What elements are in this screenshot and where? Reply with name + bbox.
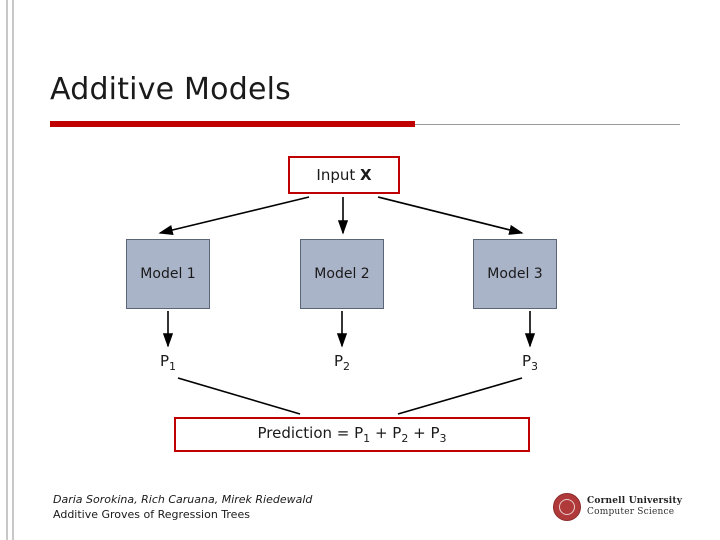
prediction-label-3-base: P: [521, 352, 532, 370]
result-sub-3: 3: [439, 432, 447, 445]
left-edge-rule-1: [6, 0, 8, 540]
prediction-label-3: P3: [498, 352, 562, 373]
prediction-label-2-sub: 2: [343, 360, 351, 373]
left-edge-rule-2: [12, 0, 14, 540]
cornell-logo-line1: Cornell University: [587, 496, 683, 506]
model-box-2: Model 2: [300, 239, 384, 309]
cornell-seal-icon: [553, 493, 581, 521]
input-box-label: Input X: [316, 166, 372, 184]
result-term-1: P: [354, 424, 364, 442]
footer-credits: Daria Sorokina, Rich Caruana, Mirek Ried…: [53, 492, 312, 522]
prediction-label-3-sub: 3: [531, 360, 539, 373]
result-prefix: Prediction =: [257, 424, 355, 442]
prediction-label-2-base: P: [333, 352, 344, 370]
footer-paper-title: Additive Groves of Regression Trees: [53, 508, 250, 521]
model-box-3-label: Model 3: [487, 266, 543, 282]
prediction-label-1-sub: 1: [169, 360, 177, 373]
prediction-label-2: P2: [310, 352, 374, 373]
prediction-label-1-base: P: [159, 352, 170, 370]
page-title: Additive Models: [50, 72, 291, 107]
cornell-logo-text: Cornell University Computer Science: [587, 496, 682, 518]
footer-authors: Daria Sorokina, Rich Caruana, Mirek Ried…: [53, 493, 313, 506]
result-sub-2: 2: [401, 432, 409, 445]
result-op-1: +: [370, 424, 393, 442]
result-op-2: +: [408, 424, 431, 442]
model-box-3: Model 3: [473, 239, 557, 309]
model-box-1: Model 1: [126, 239, 210, 309]
title-underline-accent: [50, 121, 415, 127]
model-box-1-label: Model 1: [140, 266, 196, 282]
result-term-3: P: [430, 424, 440, 442]
cornell-logo-line2: Computer Science: [587, 507, 675, 517]
result-box-label: Prediction = P1 + P2 + P3: [258, 424, 447, 445]
prediction-label-1: P1: [136, 352, 200, 373]
cornell-logo: Cornell University Computer Science: [553, 490, 693, 524]
input-box: Input X: [288, 156, 400, 194]
result-sub-1: 1: [363, 432, 371, 445]
model-box-2-label: Model 2: [314, 266, 370, 282]
result-box: Prediction = P1 + P2 + P3: [174, 417, 530, 452]
result-term-2: P: [392, 424, 402, 442]
